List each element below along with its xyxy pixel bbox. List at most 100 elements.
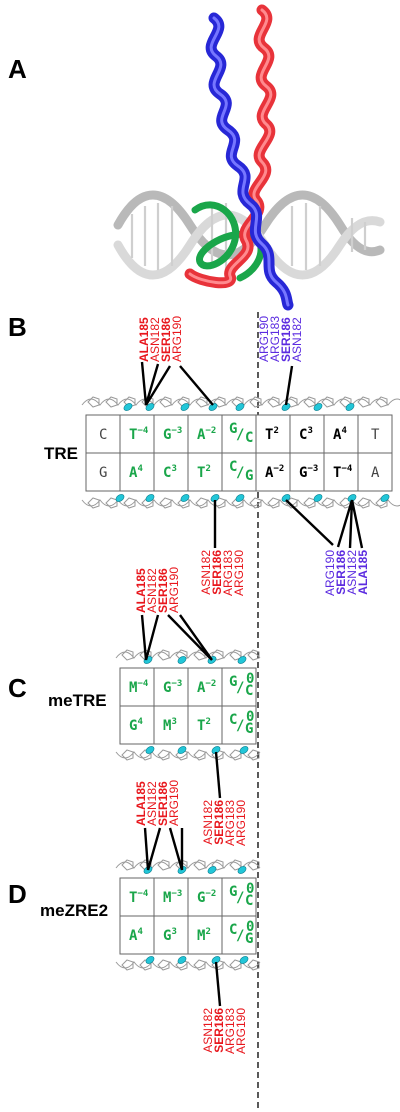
sugar-ring — [303, 497, 316, 509]
base-label: G — [99, 465, 107, 481]
contact-link — [214, 751, 222, 799]
sugar-ring — [193, 959, 206, 971]
contact-dot — [345, 403, 355, 411]
slash: / — [236, 718, 244, 734]
contact-dot — [177, 656, 187, 664]
base-letter: G — [245, 721, 253, 737]
residue-label: SER186 — [334, 550, 348, 595]
base-superscript: 3 — [171, 927, 176, 937]
base-superscript: −3 — [171, 679, 182, 689]
base-cell — [119, 667, 155, 707]
base-label: T — [371, 427, 380, 443]
sugar-ring — [247, 859, 260, 871]
residue-label: SER186 — [279, 317, 293, 362]
panel-c-row-label: meTRE — [48, 691, 107, 710]
contact-dot — [380, 494, 390, 502]
base-cell — [323, 414, 359, 454]
contact-dot — [177, 746, 187, 754]
panel-d-row-label: meZRE2 — [40, 901, 108, 920]
base-superscript: −4 — [341, 464, 352, 474]
sugar-ring — [229, 749, 242, 761]
base-superscript: −4 — [137, 889, 148, 899]
base-superscript: −4 — [137, 426, 148, 436]
contact-dot — [145, 956, 155, 964]
residue-label: ASN182 — [345, 550, 359, 595]
base-label: C/G0 — [229, 919, 254, 947]
base-cell — [289, 452, 325, 492]
sugar-ring — [247, 959, 260, 971]
contact-dot — [313, 403, 323, 411]
sugar-ring — [229, 859, 242, 871]
base-cell — [221, 915, 257, 955]
panel-a-letter: A — [8, 54, 27, 84]
sugar-ring — [139, 749, 152, 761]
base-cell — [187, 877, 223, 917]
base-letter: G — [99, 465, 107, 481]
sugar-ring — [139, 959, 152, 971]
base-letter: C — [229, 712, 237, 728]
panel-d-letter: D — [8, 879, 27, 909]
backbone-strand — [115, 751, 261, 759]
sugar-ring — [157, 749, 170, 761]
base-superscript: 4 — [137, 717, 143, 727]
base-superscript: −2 — [205, 679, 216, 689]
contact-dot — [123, 403, 133, 411]
residue-label: ARG190 — [234, 1008, 248, 1054]
contact-dot — [207, 866, 217, 874]
residue-label: SER186 — [212, 800, 226, 845]
base-cell — [119, 877, 155, 917]
base-superscript: 2 — [273, 426, 278, 436]
base-letter: C — [245, 430, 253, 446]
base-superscript: 0 — [246, 709, 254, 725]
contact-dot — [210, 494, 220, 502]
sugar-ring — [249, 497, 262, 509]
base-letter: G — [229, 674, 237, 690]
slash: / — [236, 680, 244, 696]
residue-label: ARG190 — [167, 780, 181, 826]
residue-label: ASN182 — [145, 568, 159, 613]
residue-label: ARG190 — [234, 800, 248, 846]
base-letter: G — [229, 421, 237, 437]
contact-dot — [237, 656, 247, 664]
base-superscript: −4 — [137, 679, 148, 689]
base-cell — [221, 667, 257, 707]
base-superscript: −3 — [171, 426, 182, 436]
residue-label: SER186 — [156, 781, 170, 826]
base-cell — [187, 414, 223, 454]
base-cell — [119, 452, 155, 492]
sugar-ring — [159, 396, 172, 408]
base-superscript: −3 — [307, 464, 318, 474]
base-superscript: 3 — [171, 464, 176, 474]
sugar-ring — [193, 859, 206, 871]
contact-link — [284, 365, 294, 406]
residue-label: ALA185 — [137, 317, 151, 362]
sugar-ring — [157, 649, 170, 661]
residue-label: SER186 — [156, 568, 170, 613]
sugar-ring — [267, 396, 280, 408]
dna-helix — [113, 190, 385, 280]
sugar-ring — [229, 649, 242, 661]
residue-label: ARG190 — [170, 316, 184, 362]
base-superscript: −2 — [205, 889, 216, 899]
contact-dot — [211, 956, 221, 964]
residue-label: ARG190 — [232, 550, 246, 596]
base-superscript: −2 — [273, 464, 284, 474]
sugar-ring — [195, 396, 208, 408]
contact-dot — [180, 403, 190, 411]
sugar-ring — [357, 396, 370, 408]
base-cell — [221, 452, 257, 492]
sugar-ring — [229, 959, 242, 971]
base-superscript: 2 — [205, 464, 210, 474]
sugar-ring — [213, 396, 226, 408]
base-cell — [85, 452, 121, 492]
slash: / — [236, 890, 244, 906]
contact-dot — [145, 494, 155, 502]
sugar-ring — [267, 497, 280, 509]
residue-label: ARG183 — [221, 550, 235, 596]
base-cell — [153, 877, 189, 917]
contact-link — [140, 361, 214, 406]
contact-dot — [239, 956, 249, 964]
